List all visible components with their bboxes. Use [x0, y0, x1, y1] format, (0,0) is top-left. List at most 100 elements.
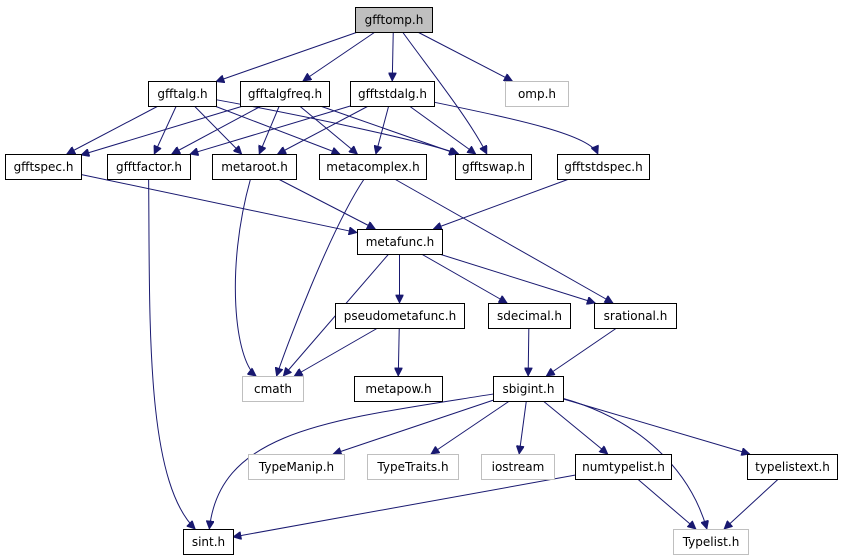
edge-sbigint-to-numtypelist: [542, 400, 608, 454]
node-gfftspec[interactable]: gfftspec.h: [5, 154, 82, 180]
node-box-gfftomp: [355, 7, 433, 33]
node-box-gfftstdspec: [557, 154, 650, 180]
edge-typelistext-to-typelist: [724, 478, 779, 529]
edge-metacomplex-to-cmath: [277, 178, 365, 376]
node-label-srational: srational.h: [604, 309, 668, 323]
edge-gfftalgfreq-to-gfftswap: [320, 105, 457, 154]
node-label-sint: sint.h: [192, 535, 225, 549]
node-gfftswap[interactable]: gfftswap.h: [455, 154, 532, 180]
node-box-sdecimal: [488, 303, 571, 329]
node-box-gfftswap: [455, 154, 532, 180]
node-label-typelist: Typelist.h: [682, 535, 740, 549]
edge-sbigint-to-sint: [209, 393, 494, 529]
node-label-omp: omp.h: [518, 87, 556, 101]
node-sbigint[interactable]: sbigint.h: [493, 376, 564, 402]
node-gfftalgfreq[interactable]: gfftalgfreq.h: [240, 81, 330, 107]
node-label-gfftalgfreq: gfftalgfreq.h: [248, 87, 322, 101]
edge-gfftomp-to-gfftswap: [402, 31, 488, 154]
node-metapow[interactable]: metapow.h: [354, 376, 443, 402]
edge-gfftspec-to-metafunc: [80, 174, 357, 232]
edge-gfftalg-to-metacomplex: [214, 105, 340, 154]
node-metaroot[interactable]: metaroot.h: [212, 154, 297, 180]
edge-gfftstdspec-to-metafunc: [433, 178, 570, 229]
edge-gfftalg-to-metaroot: [193, 105, 241, 154]
edge-gfftomp-to-gfftalgfreq: [303, 31, 376, 81]
node-box-typelistext: [747, 454, 838, 480]
node-label-gfftomp: gfftomp.h: [365, 13, 424, 27]
edge-gfftomp-to-gfftalg: [216, 31, 358, 82]
edge-gfftstdalg-to-gfftswap: [409, 105, 475, 154]
edge-metacomplex-to-srational: [394, 178, 613, 303]
node-box-gfftstdalg: [350, 81, 435, 107]
edge-gfftalgfreq-to-metacomplex: [299, 105, 358, 154]
edge-numtypelist-to-sint: [233, 474, 576, 537]
node-gfftstdspec[interactable]: gfftstdspec.h: [557, 154, 650, 180]
node-gfftstdalg[interactable]: gfftstdalg.h: [350, 81, 435, 107]
edge-gfftalg-to-gfftswap: [215, 99, 459, 154]
node-box-sint: [183, 529, 234, 555]
node-metafunc[interactable]: metafunc.h: [357, 229, 443, 255]
node-typelistext[interactable]: typelistext.h: [747, 454, 838, 480]
edge-gfftstdalg-to-gfftfactor: [190, 105, 351, 154]
node-box-pseudometafunc: [335, 303, 465, 329]
edge-numtypelist-to-typelist: [637, 478, 696, 529]
node-box-gfftalgfreq: [240, 81, 330, 107]
node-gfftalg[interactable]: gfftalg.h: [148, 81, 217, 107]
edge-gfftalgfreq-to-gfftfactor: [172, 105, 262, 155]
node-box-omp: [505, 81, 569, 107]
node-cmath: cmath: [242, 376, 304, 402]
edge-pseudometafunc-to-metapow: [398, 327, 399, 376]
node-label-gfftspec: gfftspec.h: [14, 160, 74, 174]
edge-gfftstdalg-to-metaroot: [278, 105, 369, 155]
edge-gfftalgfreq-to-gfftspec: [81, 105, 244, 155]
edge-gfftomp-to-gfftstdalg: [392, 31, 393, 81]
node-typetraits: TypeTraits.h: [367, 454, 459, 480]
edge-gfftalg-to-gfftspec: [67, 105, 159, 155]
node-gfftfactor[interactable]: gfftfactor.h: [107, 154, 191, 180]
edge-sdecimal-to-sbigint: [528, 327, 529, 376]
node-metacomplex[interactable]: metacomplex.h: [319, 154, 427, 180]
edge-metaroot-to-metafunc: [278, 178, 375, 230]
node-label-sdecimal: sdecimal.h: [497, 309, 562, 323]
edge-srational-to-sbigint: [546, 327, 617, 376]
node-box-cmath: [242, 376, 304, 402]
node-box-metapow: [354, 376, 443, 402]
node-label-metapow: metapow.h: [365, 382, 431, 396]
node-box-metafunc: [357, 229, 443, 255]
node-pseudometafunc[interactable]: pseudometafunc.h: [335, 303, 465, 329]
node-label-iostream: iostream: [492, 460, 545, 474]
node-label-gfftfactor: gfftfactor.h: [116, 160, 182, 174]
edge-gfftstdalg-to-metacomplex: [376, 105, 390, 154]
node-label-sbigint: sbigint.h: [503, 382, 555, 396]
edge-pseudometafunc-to-cmath: [294, 327, 379, 376]
node-box-typelist: [673, 529, 749, 555]
node-label-gfftstdspec: gfftstdspec.h: [564, 160, 642, 174]
edge-gfftfactor-to-sint: [148, 178, 196, 529]
edges-layer: [67, 31, 779, 537]
node-label-typelistext: typelistext.h: [755, 460, 830, 474]
node-numtypelist[interactable]: numtypelist.h: [575, 454, 672, 480]
edge-metaroot-to-cmath: [234, 178, 256, 376]
edge-sbigint-to-typelist: [562, 397, 707, 529]
node-box-gfftalg: [148, 81, 217, 107]
node-box-numtypelist: [575, 454, 672, 480]
edge-sbigint-to-typelistext: [562, 398, 750, 454]
node-label-numtypelist: numtypelist.h: [582, 460, 665, 474]
node-box-metaroot: [212, 154, 297, 180]
node-box-gfftfactor: [107, 154, 191, 180]
edge-gfftomp-to-omp: [417, 31, 513, 82]
node-sint[interactable]: sint.h: [183, 529, 234, 555]
node-sdecimal[interactable]: sdecimal.h: [488, 303, 571, 329]
edge-sbigint-to-typetraits: [431, 400, 510, 454]
node-label-gfftstdalg: gfftstdalg.h: [358, 87, 427, 101]
node-box-metacomplex: [319, 154, 427, 180]
node-box-typetraits: [367, 454, 459, 480]
edge-gfftstdalg-to-gfftstdspec: [433, 101, 598, 154]
node-box-typemanip: [248, 454, 345, 480]
node-typemanip: TypeManip.h: [248, 454, 345, 480]
node-srational[interactable]: srational.h: [594, 303, 677, 329]
node-iostream: iostream: [481, 454, 555, 480]
edge-sbigint-to-iostream: [519, 400, 527, 454]
node-label-pseudometafunc: pseudometafunc.h: [344, 309, 456, 323]
node-gfftomp[interactable]: gfftomp.h: [355, 7, 433, 33]
